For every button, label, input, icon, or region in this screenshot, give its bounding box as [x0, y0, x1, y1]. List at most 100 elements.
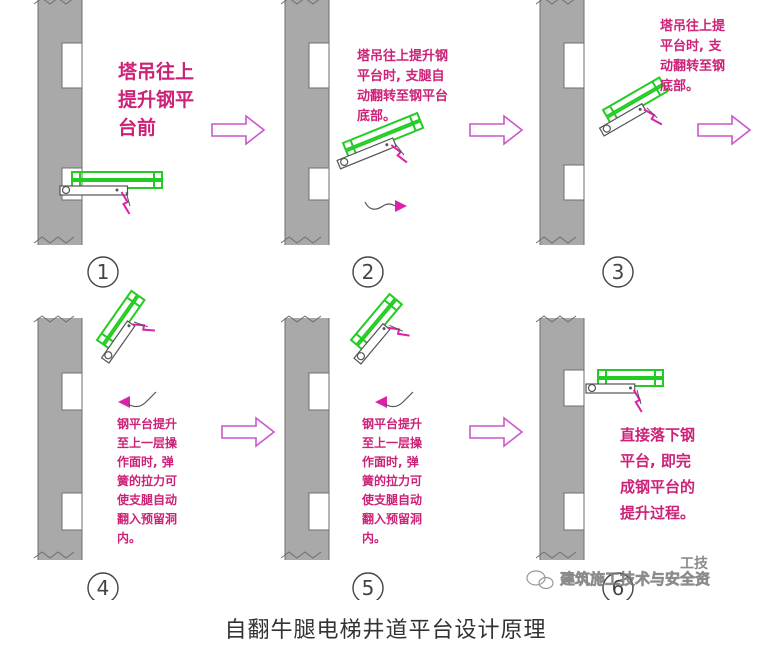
- platform-post: [408, 115, 417, 132]
- spring: [120, 191, 131, 215]
- spring-line: [389, 324, 403, 332]
- notch-edge: [308, 372, 329, 411]
- wall-notch: [62, 493, 83, 530]
- platform-deck: [349, 292, 397, 346]
- break-mark: [33, 236, 75, 244]
- number-label: 2: [362, 260, 375, 284]
- note-line: 作面时, 弹: [362, 454, 419, 469]
- note-line: 翻入预留洞: [117, 511, 177, 526]
- step-number: 1: [87, 256, 119, 288]
- pivot-pin: [602, 124, 611, 133]
- note-line: 塔吊往上提: [660, 18, 726, 34]
- note-line: 至上一层操: [362, 435, 423, 450]
- support-leg: [598, 102, 648, 137]
- wall-notch: [564, 165, 585, 200]
- break-mark: [535, 0, 575, 5]
- steel-platform: [598, 76, 669, 137]
- wall-group: [535, 0, 585, 245]
- note-line: 内。: [117, 530, 141, 545]
- step-note: 钢平台提升至上一层操作面时, 弹簧的拉力可使支腿自动翻入预留洞内。: [116, 416, 178, 545]
- step-number: 3: [602, 256, 634, 288]
- leg-hole: [385, 143, 389, 147]
- platform-post: [651, 81, 662, 96]
- pivot-pin: [61, 185, 71, 195]
- pivot-pin: [340, 157, 349, 167]
- break-mark: [280, 315, 322, 323]
- marker-arrowhead: [375, 396, 387, 408]
- steel-platform: [585, 369, 664, 413]
- wall-body: [38, 0, 82, 245]
- spring: [632, 389, 643, 413]
- note-line: 塔吊往上: [118, 60, 194, 83]
- break-mark: [535, 236, 577, 244]
- number-circle: [352, 256, 384, 288]
- platform-post: [383, 299, 398, 312]
- notch-edge: [563, 42, 584, 89]
- break-mark: [280, 551, 322, 559]
- note-line: 台前: [118, 116, 156, 139]
- wall-notch: [564, 370, 585, 406]
- pivot-pin: [356, 352, 366, 361]
- step-number: 4: [87, 572, 119, 604]
- spring-line: [646, 107, 658, 119]
- number-label: 5: [362, 576, 375, 600]
- note-line: 平台时, 支: [660, 38, 722, 54]
- leg-hole: [115, 188, 119, 192]
- note-line: 动翻转至钢: [660, 58, 725, 74]
- step-note: 塔吊往上提升钢平台前: [118, 60, 194, 139]
- spring-line: [125, 191, 131, 207]
- notch-edge: [563, 164, 584, 201]
- rotation-marker: [375, 391, 414, 408]
- note-line: 翻入预留洞: [362, 511, 422, 526]
- wall-notch: [564, 43, 585, 88]
- wall-notch: [564, 493, 585, 530]
- break-mark: [280, 0, 320, 5]
- platform-post: [609, 105, 619, 121]
- wechat-bubble: [538, 576, 554, 590]
- platform-deck: [601, 76, 665, 118]
- wall-notch: [62, 373, 83, 410]
- break-mark: [33, 551, 75, 559]
- process-arrow: [221, 416, 276, 448]
- spring: [390, 144, 408, 164]
- wall-notch: [309, 43, 330, 88]
- watermark-top: 工技: [680, 555, 709, 572]
- number-label: 3: [612, 260, 625, 284]
- spring: [387, 326, 410, 337]
- note-line: 至上一层操: [117, 435, 178, 450]
- wall-group: [280, 0, 330, 245]
- marker-curve: [127, 391, 157, 408]
- break-mark: [535, 551, 577, 559]
- note-line: 成钢平台的: [620, 478, 695, 496]
- watermark-text: 建筑施工技术与安全资: [560, 570, 710, 588]
- notch-edge: [61, 42, 82, 89]
- step-number: 5: [352, 572, 384, 604]
- steel-platform: [59, 171, 163, 215]
- wall-group: [33, 0, 83, 245]
- wall-body: [540, 0, 584, 245]
- spring-line: [636, 389, 642, 405]
- pivot-pin: [587, 383, 597, 393]
- spring: [643, 108, 663, 126]
- platform-deck: [341, 111, 422, 151]
- pivot-pin: [104, 351, 113, 360]
- note-line: 钢平台提升: [362, 416, 422, 431]
- step-number: 2: [352, 256, 384, 288]
- notch-edge: [61, 492, 82, 531]
- note-line: 动翻转至钢平台: [357, 88, 448, 104]
- note-line: 底部。: [660, 78, 699, 94]
- wall-notch: [62, 43, 83, 88]
- marker-arrowhead: [395, 200, 407, 212]
- wall-body: [285, 0, 329, 245]
- platform-post: [349, 139, 358, 156]
- leg-hole: [629, 386, 632, 390]
- note-line: 直接落下钢: [620, 426, 695, 444]
- platform-post: [101, 332, 116, 344]
- process-arrow: [469, 416, 524, 448]
- note-line: 平台, 即完: [620, 452, 691, 470]
- process-arrow: [469, 114, 524, 146]
- steel-platform: [349, 292, 410, 365]
- rotation-marker: [364, 200, 407, 212]
